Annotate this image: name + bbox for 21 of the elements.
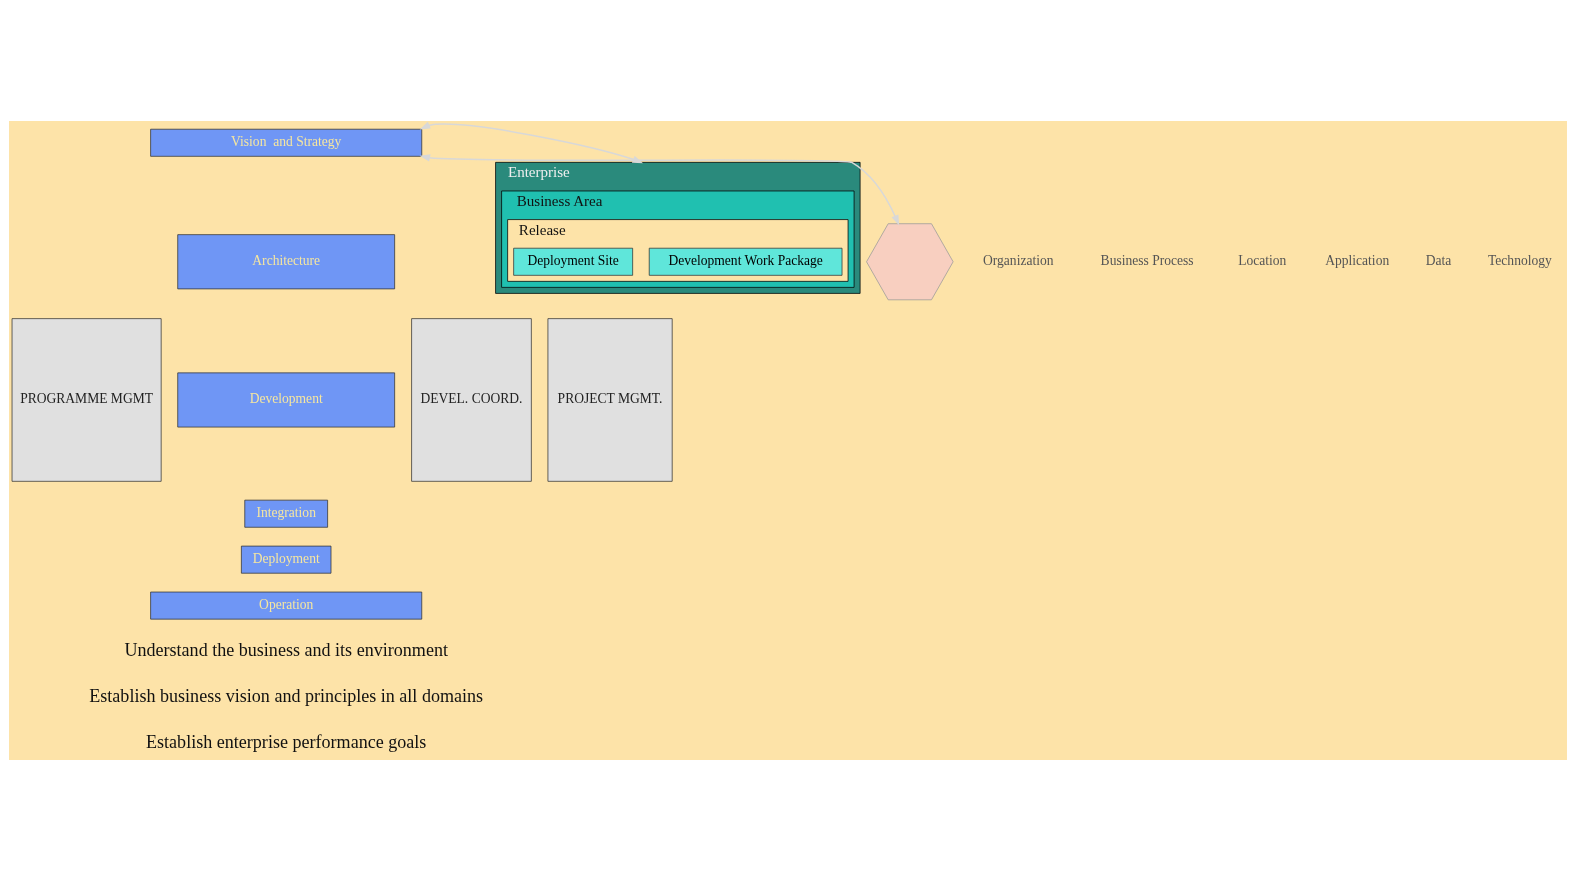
node-box: Vision and Strategy: [150, 128, 423, 157]
node-box: Operation: [150, 591, 423, 620]
label: Technology: [1488, 253, 1552, 269]
label: Data: [1425, 253, 1452, 269]
node-box: PROGRAMME MGMT: [11, 318, 162, 482]
node-box: Integration: [244, 499, 328, 528]
label: Organization: [983, 253, 1054, 269]
node-box: Deployment Site: [513, 247, 634, 276]
node-box: Development Work Package: [648, 247, 843, 276]
node-box: Deployment: [241, 545, 332, 574]
label: Understand the business and its environment: [124, 640, 448, 661]
label: Application: [1325, 253, 1390, 269]
label: Establish business vision and principles in all domains: [89, 686, 484, 707]
node-hexagon: [866, 223, 954, 301]
node-box: Architecture: [177, 234, 396, 290]
node-box: Development: [177, 372, 396, 428]
node-box: PROJECT MGMT.: [547, 318, 673, 482]
label: Location: [1238, 253, 1287, 269]
node-box: DEVEL. COORD.: [411, 318, 532, 482]
label: Establish enterprise performance goals: [146, 732, 427, 753]
label: Business Process: [1100, 253, 1194, 269]
